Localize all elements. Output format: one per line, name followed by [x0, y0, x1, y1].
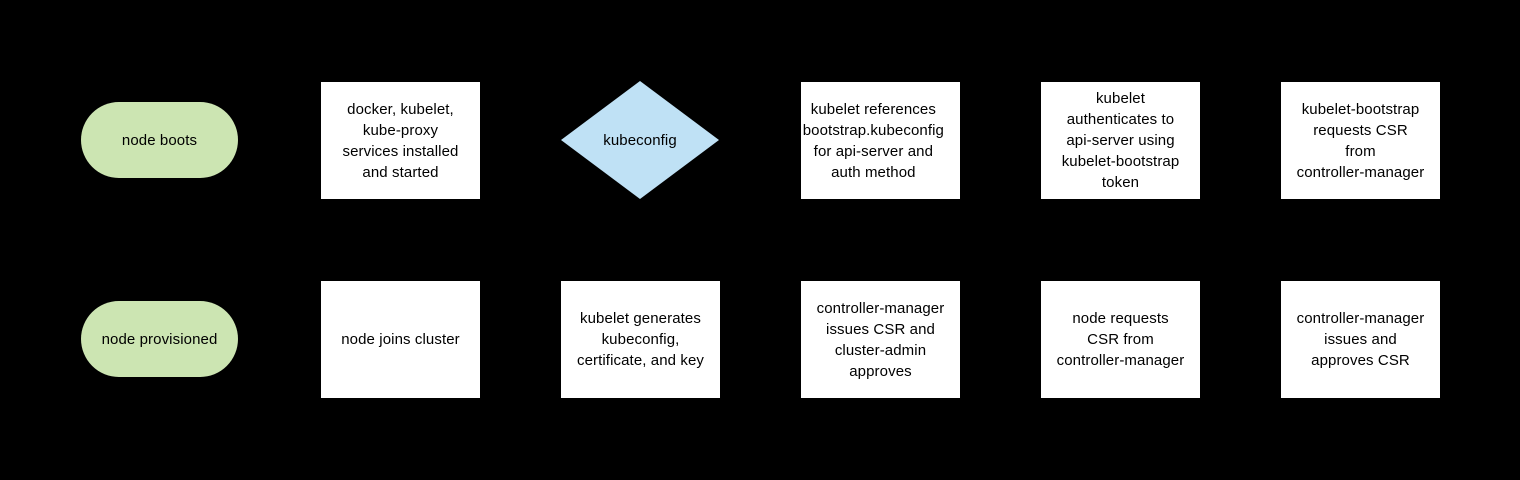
flowchart-node-label: node joins cluster	[341, 331, 460, 348]
flowchart-node-controller-manager-issues-csr[interactable]: controller-manager issues CSR and cluste…	[801, 281, 960, 398]
flowchart-node-kubelet-generates-kubeconfig[interactable]: kubelet generates kubeconfig, certificat…	[561, 281, 720, 398]
flowchart-node-node-requests-csr[interactable]: node requests CSR from controller-manage…	[1041, 281, 1200, 398]
flowchart-node-controller-manager-issues-approves[interactable]: controller-manager issues and approves C…	[1281, 281, 1440, 398]
flowchart-node-kubelet-references-bootstrap[interactable]: kubelet references bootstrap.kubeconfig …	[801, 82, 960, 199]
flowchart-node-label: kubeconfig	[603, 131, 677, 149]
flowchart-node-label: docker, kubelet, kube-proxy services ins…	[342, 100, 459, 181]
flowchart-node-kubelet-bootstrap-requests-csr[interactable]: kubelet-bootstrap requests CSR from cont…	[1281, 82, 1440, 199]
flowchart-node-label: node provisioned	[101, 330, 218, 348]
flowchart-node-label: kubelet references bootstrap.kubeconfig …	[802, 100, 944, 181]
flowchart-node-label: kubelet generates kubeconfig, certificat…	[576, 310, 705, 369]
flowchart-node-node-provisioned[interactable]: node provisioned	[81, 301, 238, 377]
flowchart-node-label: kubelet authenticates to api-server usin…	[1061, 90, 1180, 191]
flowchart-node-label: kubelet-bootstrap requests CSR from cont…	[1296, 100, 1425, 181]
flowchart-node-node-joins-cluster[interactable]: node joins cluster	[321, 281, 480, 398]
flowchart-node-kubelet-authenticates[interactable]: kubelet authenticates to api-server usin…	[1041, 82, 1200, 199]
flowchart-node-node-boots[interactable]: node boots	[81, 102, 238, 178]
flowchart-node-label: controller-manager issues and approves C…	[1296, 310, 1425, 369]
flowchart-node-kubeconfig-decision[interactable]: kubeconfig	[561, 81, 719, 199]
flowchart-node-services-installed[interactable]: docker, kubelet, kube-proxy services ins…	[321, 82, 480, 199]
flowchart-node-label: node boots	[121, 131, 198, 149]
flowchart-node-label: node requests CSR from controller-manage…	[1056, 310, 1185, 369]
flowchart-node-label: controller-manager issues CSR and cluste…	[816, 299, 945, 380]
